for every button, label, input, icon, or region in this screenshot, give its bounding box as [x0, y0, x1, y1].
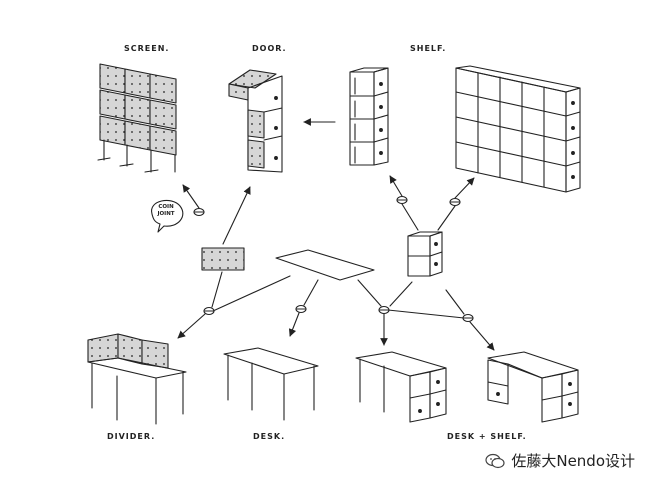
desk-shelf-a-illustration — [355, 351, 447, 423]
small-shelf-unit — [407, 231, 443, 277]
divider-illustration — [87, 333, 187, 425]
label-door: DOOR. — [252, 44, 287, 53]
shelf-wide-illustration — [455, 65, 581, 193]
watermark: 佐藤大Nendo设计 — [485, 450, 635, 471]
desktop-board — [275, 249, 375, 281]
shelf-tall-illustration — [349, 67, 389, 166]
watermark-text: 佐藤大Nendo设计 — [511, 452, 635, 470]
label-desk: DESK. — [253, 432, 286, 441]
label-desk-shelf: DESK + SHELF. — [447, 432, 527, 441]
desk-shelf-b-illustration — [487, 351, 579, 423]
coin-joint-bubble — [151, 199, 184, 233]
label-screen: SCREEN. — [124, 44, 170, 53]
perforated-panel — [201, 247, 245, 271]
label-coin-joint: COIN JOINT — [157, 204, 175, 217]
label-shelf: SHELF. — [410, 44, 447, 53]
connection-arrows — [177, 118, 495, 351]
label-divider: DIVIDER. — [107, 432, 156, 441]
wechat-icon — [485, 453, 505, 468]
screen-illustration — [97, 63, 177, 173]
door-illustration — [228, 69, 283, 173]
desk-illustration — [223, 347, 319, 421]
